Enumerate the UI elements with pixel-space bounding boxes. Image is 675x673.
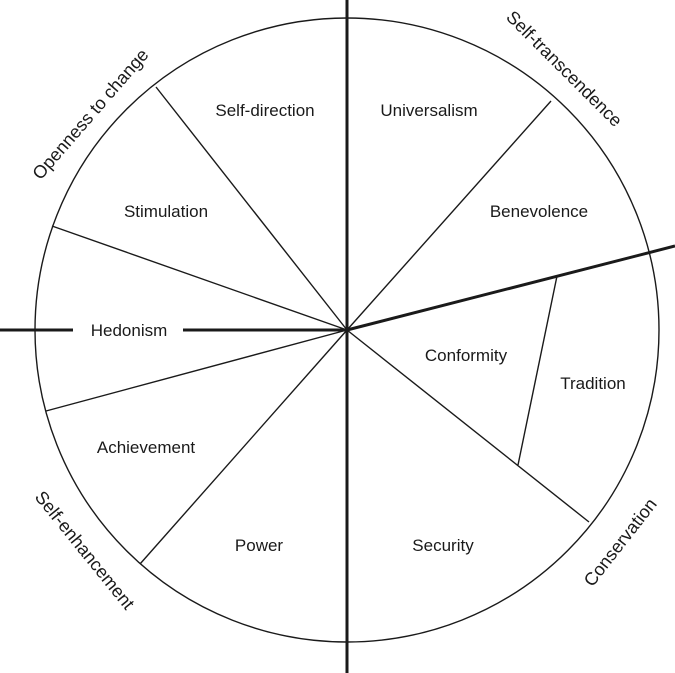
dimension-self-enhancement: Self-enhancement xyxy=(31,487,138,613)
divider-achievement-power xyxy=(139,329,348,565)
divider-conformity-security xyxy=(346,329,590,523)
label-tradition: Tradition xyxy=(560,374,626,393)
hedonism-label-gap xyxy=(73,318,183,342)
divider-conformity-tradition xyxy=(517,275,558,466)
label-universalism: Universalism xyxy=(380,101,477,120)
label-stimulation: Stimulation xyxy=(124,202,208,221)
dimension-openness-to-change: Openness to change xyxy=(28,45,152,183)
label-hedonism: Hedonism xyxy=(91,321,168,340)
label-conformity: Conformity xyxy=(425,346,508,365)
dimension-self-transcendence: Self-transcendence xyxy=(502,7,626,131)
label-achievement: Achievement xyxy=(97,438,196,457)
divider-hedonism-achievement xyxy=(45,329,348,412)
divider-stimulation-hedonism xyxy=(51,225,348,331)
label-power: Power xyxy=(235,536,284,555)
label-self-direction: Self-direction xyxy=(215,101,314,120)
divider-selfdirection-stimulation xyxy=(155,86,348,331)
divider-universalism-benevolence xyxy=(346,100,552,331)
label-security: Security xyxy=(412,536,474,555)
conservation-boundary-axis xyxy=(346,244,675,332)
dimension-conservation: Conservation xyxy=(580,494,661,590)
label-benevolence: Benevolence xyxy=(490,202,588,221)
